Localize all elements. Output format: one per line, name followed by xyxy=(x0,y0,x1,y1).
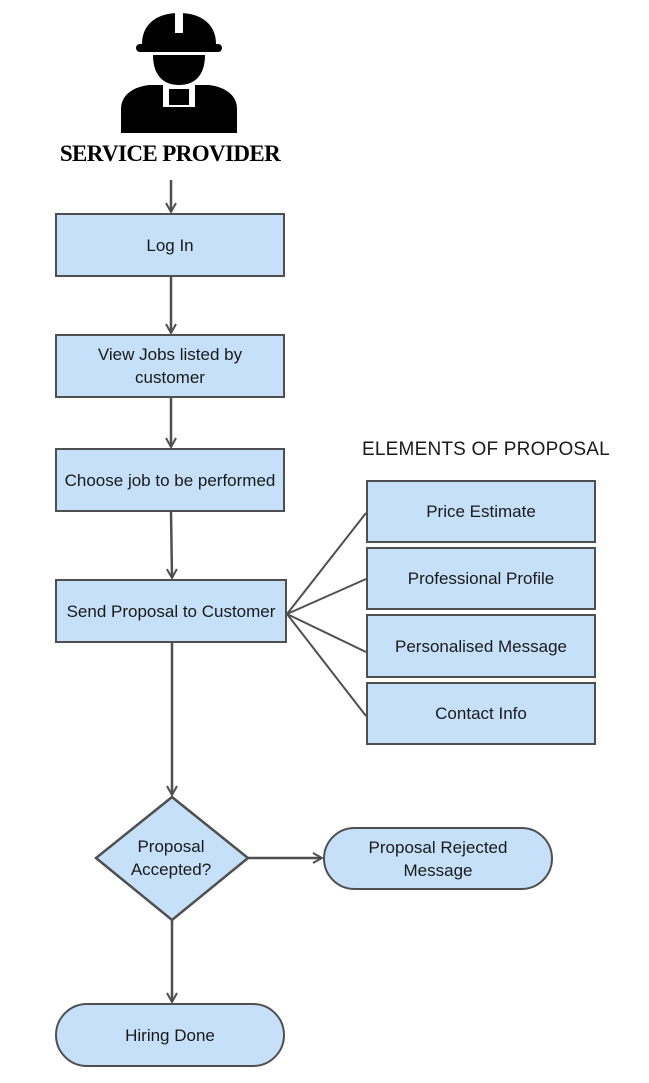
link-proposal-contact-info xyxy=(286,613,367,717)
step-view-jobs[interactable]: View Jobs listed by customer xyxy=(55,334,285,398)
step-send-proposal[interactable]: Send Proposal to Customer xyxy=(55,579,287,643)
outcome-hiring-done-label: Hiring Done xyxy=(125,1025,215,1045)
decision-diamond xyxy=(94,795,250,922)
step-login-label: Log In xyxy=(146,235,194,255)
elements-of-proposal-title: ELEMENTS OF PROPOSAL xyxy=(362,439,610,460)
service-worker-icon xyxy=(121,13,237,133)
link-proposal-price-estimate xyxy=(286,512,367,615)
element-professional-profile[interactable]: Professional Profile xyxy=(366,547,596,610)
outcome-hiring-done[interactable]: Hiring Done xyxy=(55,1003,285,1067)
element-price-estimate[interactable]: Price Estimate xyxy=(366,480,596,543)
step-choose-job-label: Choose job to be performed xyxy=(64,470,276,490)
link-proposal-professional-profile xyxy=(286,578,367,615)
arrow-choose-job-to-send-proposal xyxy=(171,511,172,578)
element-contact-info[interactable]: Contact Info xyxy=(366,682,596,745)
element-price-estimate-label: Price Estimate xyxy=(426,502,536,521)
element-contact-info-label: Contact Info xyxy=(435,704,527,723)
outcome-rejected[interactable]: Proposal Rejected Message xyxy=(323,827,553,890)
element-professional-profile-label: Professional Profile xyxy=(407,569,555,588)
link-proposal-personalised-message xyxy=(286,613,367,653)
step-view-jobs-label: View Jobs listed by customer xyxy=(97,345,243,387)
step-login[interactable]: Log In xyxy=(55,213,285,277)
outcome-rejected-label: Proposal Rejected Message xyxy=(368,837,508,880)
element-personalised-message-label: Personalised Message xyxy=(395,636,567,656)
step-send-proposal-label: Send Proposal to Customer xyxy=(66,601,276,621)
step-choose-job[interactable]: Choose job to be performed xyxy=(55,448,285,512)
actor-title: SERVICE PROVIDER xyxy=(59,141,281,166)
element-personalised-message[interactable]: Personalised Message xyxy=(366,614,596,678)
decision-label: Proposal Accepted? xyxy=(130,837,212,879)
